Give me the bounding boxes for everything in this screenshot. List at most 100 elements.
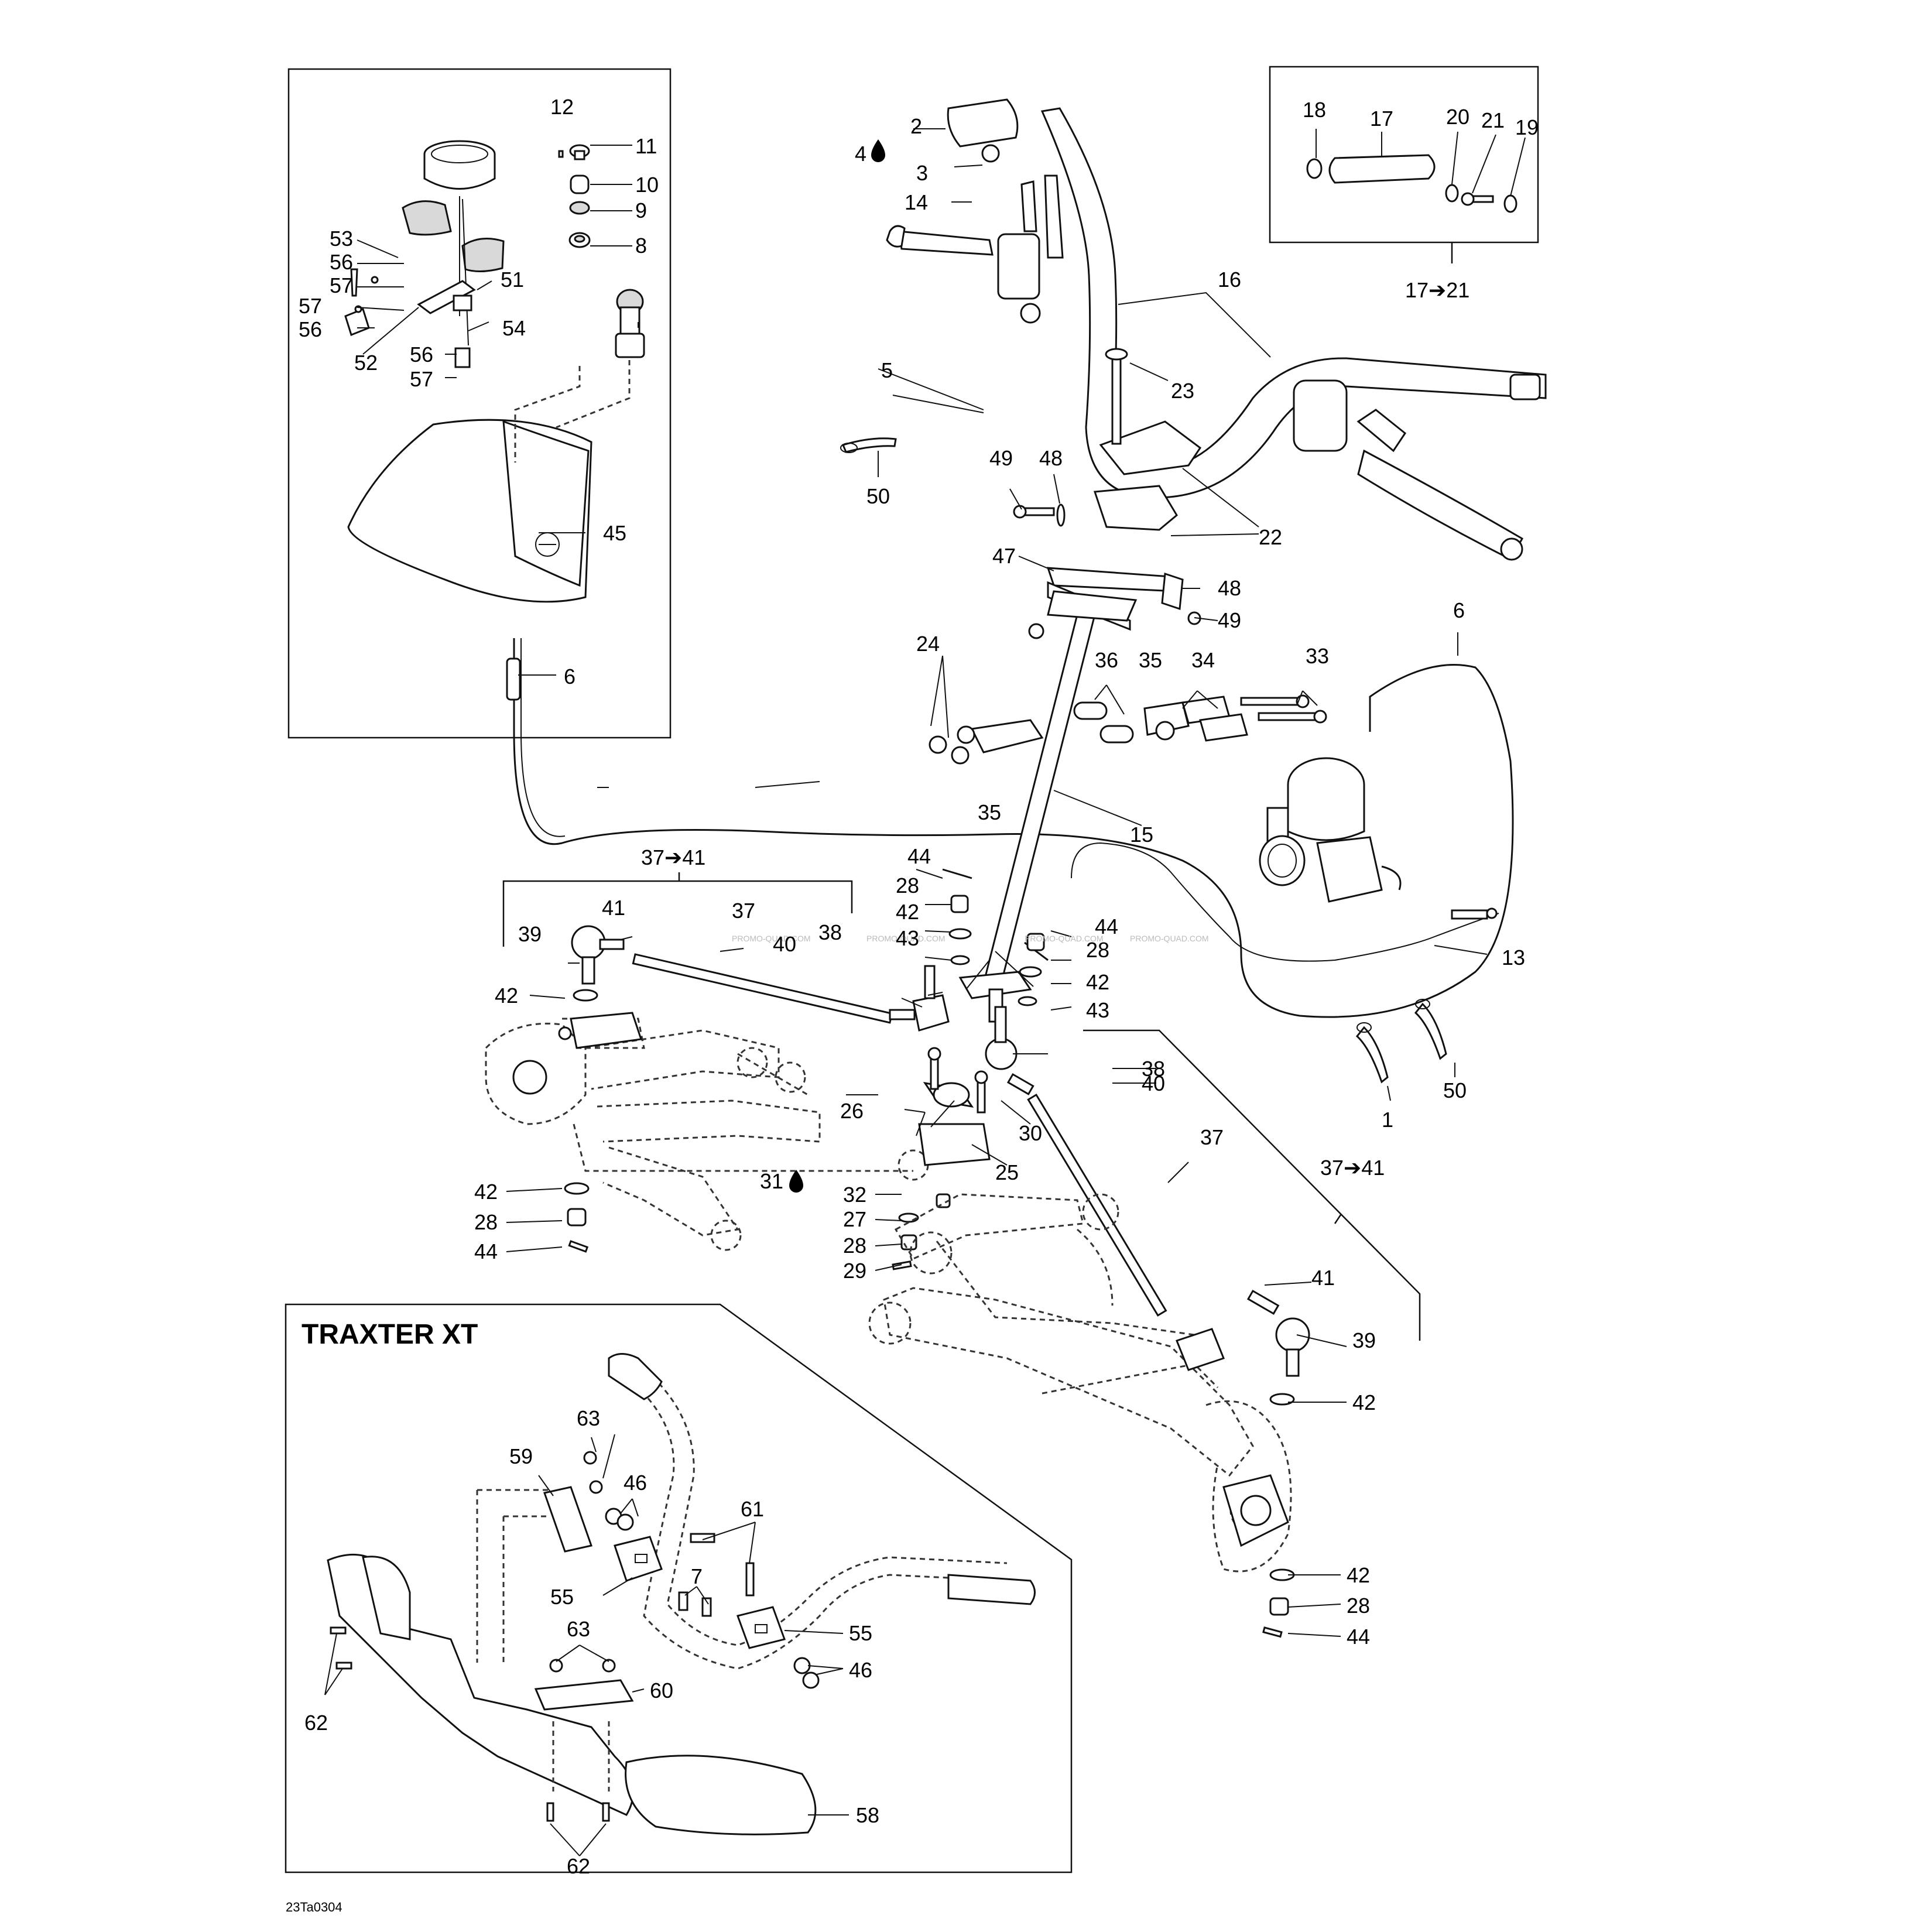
callout-56-c: 56: [410, 342, 433, 366]
watermark-4: PROMO-QUAD.COM: [1130, 934, 1209, 943]
callout-48-lower: 48: [1218, 576, 1241, 600]
speedometer-assembly: [344, 140, 505, 368]
steering-column-plate: [1047, 590, 1138, 622]
callout-50-lower: 50: [1443, 1078, 1467, 1102]
tie-rod-end-39-left: [571, 925, 625, 985]
handlebar-tube: [1040, 107, 1547, 499]
callout-20: 20: [1446, 105, 1469, 129]
callout-51: 51: [501, 268, 524, 292]
callout-11: 11: [635, 134, 657, 158]
headlamp-pod-45: [347, 419, 592, 603]
steering-bearing-plate-26: [918, 1081, 991, 1166]
tie-rod-group-bracket-right: [1083, 1029, 1421, 1341]
callout-leaders: [324, 128, 1526, 1856]
callout-16: 16: [1218, 268, 1241, 292]
tie-rod-37-left: [632, 953, 893, 1024]
callout-43-center-right: 43: [1086, 998, 1109, 1022]
xt-brackets-55: [614, 1536, 786, 1649]
callout-57-a: 57: [330, 273, 353, 297]
callout-36: 36: [1095, 648, 1118, 672]
xt-dashed-guides: [476, 1489, 610, 1791]
callout-15: 15: [1130, 823, 1153, 847]
watermark-1: PROMO-QUAD.COM: [732, 934, 811, 943]
callout-39-left: 39: [518, 922, 542, 946]
callout-30: 30: [1019, 1121, 1042, 1145]
callout-46-lower: 46: [849, 1658, 872, 1682]
cable-end-13: [1451, 907, 1498, 920]
speedometer-inset-frame: [287, 68, 672, 739]
leaders-misc: [597, 395, 1458, 1136]
callout-31: 31: [760, 1169, 783, 1193]
callout-44-center-left: 44: [907, 844, 931, 868]
callout-25: 25: [995, 1160, 1019, 1184]
callout-numbers: 1 2 3 4 5 6 6 7 8 9 10 11 12 13 14 15 16…: [299, 95, 1539, 1878]
tie-rod-group-bracket-left: [502, 880, 853, 947]
xt-bracket-60: [534, 1659, 634, 1711]
tie-rod-end-40-left: [889, 965, 950, 1032]
callout-46-upper: 46: [624, 1471, 647, 1495]
callout-40-left: 40: [773, 932, 796, 956]
traxter-xt-inset-frame: [285, 1303, 1073, 1873]
cable-end-fitting: [506, 657, 521, 701]
callout-28-left: 28: [474, 1210, 498, 1234]
callout-49-upper: 49: [989, 446, 1013, 470]
callout-28-right: 28: [1347, 1594, 1370, 1618]
callout-63-upper: 63: [577, 1406, 600, 1430]
xt-handlebar-with-grip: [608, 1353, 1036, 1670]
grip-kit-inset-frame: [1269, 66, 1539, 244]
callout-6-upper: 6: [1453, 598, 1465, 622]
callout-53: 53: [330, 227, 353, 251]
bushings-36: [1073, 701, 1134, 744]
callout-42-left-upper: 42: [495, 984, 518, 1008]
callout-4: 4: [855, 142, 866, 166]
bracket-35-right: [1143, 701, 1190, 741]
callout-34: 34: [1191, 648, 1215, 672]
callout-57-c: 57: [410, 367, 433, 391]
callout-39-right: 39: [1352, 1328, 1376, 1352]
callout-7: 7: [691, 1564, 703, 1588]
callout-12: 12: [550, 95, 574, 119]
callout-8: 8: [635, 234, 647, 258]
left-lower-hardware: [564, 989, 598, 1253]
steering-column-lower-end: [958, 971, 1032, 1023]
bolts-33: [1240, 694, 1327, 724]
watermark-3: PROMO-QUAD.COM: [1025, 934, 1104, 943]
bolt-49-washer-48: [1013, 503, 1066, 527]
callout-62-left: 62: [304, 1711, 328, 1735]
tie-rod-37-right: [1027, 1093, 1167, 1317]
callout-43-center-left: 43: [896, 926, 919, 950]
throttle-cable-13-inner: [1071, 842, 1499, 962]
tie-rod-group-label-left: 37➔41: [641, 845, 705, 869]
callout-23: 23: [1171, 379, 1194, 403]
throttle-housing-2: [947, 98, 1019, 163]
center-hardware-stack: [942, 868, 1049, 1006]
callout-33: 33: [1306, 644, 1329, 668]
handlebar-clamps-22: [1093, 420, 1202, 531]
speedometer-cable: [513, 638, 1514, 1018]
callout-28-center-right: 28: [1086, 938, 1109, 962]
callout-17: 17: [1370, 107, 1393, 131]
speedometer-fasteners: [558, 144, 591, 248]
links-34: [1181, 696, 1248, 742]
callout-48-upper: 48: [1039, 446, 1063, 470]
callout-45: 45: [603, 521, 626, 545]
callout-13: 13: [1502, 946, 1525, 970]
callout-18: 18: [1303, 98, 1326, 122]
indicator-lamp: [615, 289, 645, 358]
grip-kit-parts: [1306, 154, 1517, 213]
callout-14: 14: [905, 190, 928, 214]
clamp-22-leader: [1170, 468, 1259, 536]
callout-5: 5: [881, 358, 893, 382]
column-support-bracket-35: [929, 623, 1044, 765]
callout-1: 1: [1382, 1108, 1393, 1132]
callout-9: 9: [635, 198, 647, 222]
callout-35-lower: 35: [978, 800, 1001, 824]
callout-55-lower: 55: [849, 1621, 872, 1645]
tie-rod-group-label-right: 37➔41: [1320, 1156, 1385, 1180]
watermark-2: PROMO-QUAD.COM: [866, 934, 946, 943]
callout-42-center-right: 42: [1086, 970, 1109, 994]
callout-44-right: 44: [1347, 1625, 1370, 1649]
callout-26: 26: [840, 1099, 864, 1123]
callout-37-left: 37: [732, 899, 755, 923]
